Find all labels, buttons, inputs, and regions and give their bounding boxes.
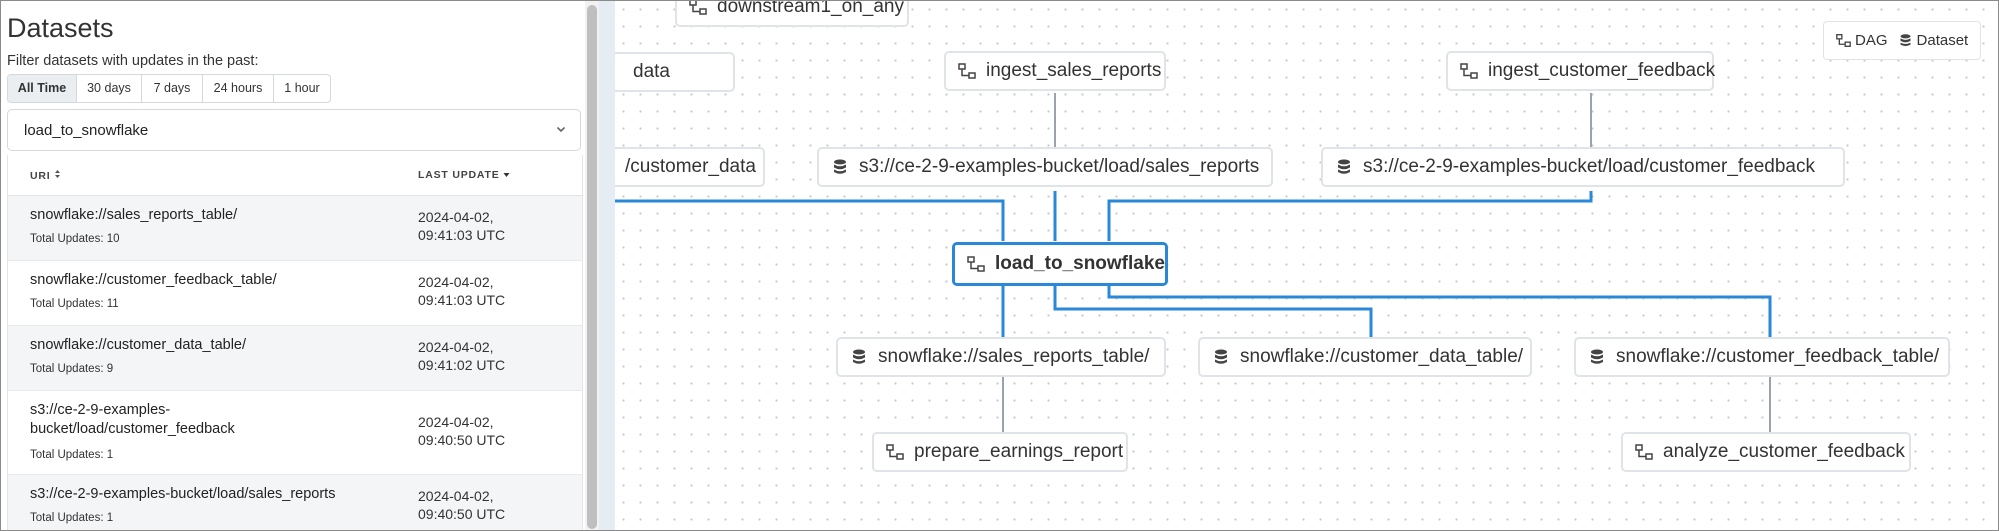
- table-row[interactable]: snowflake://customer_data_table/ Total U…: [8, 326, 582, 391]
- row-last-update: 2024-04-02,09:40:50 UTC: [418, 488, 506, 522]
- uri-column-header[interactable]: URI: [30, 169, 61, 182]
- panel-resize-divider[interactable]: [599, 1, 615, 530]
- row-update-count: Total Updates: 10: [30, 233, 120, 245]
- row-last-update: 2024-04-02,09:41:03 UTC: [418, 274, 506, 308]
- dag-icon: [967, 256, 985, 272]
- scrollbar-thumb[interactable]: [587, 5, 597, 529]
- dag-icon: [689, 1, 707, 15]
- row-last-update: 2024-04-02,09:41:03 UTC: [418, 209, 506, 243]
- last-update-column-header[interactable]: LAST UPDATE: [418, 169, 510, 181]
- filter-7-days-button[interactable]: 7 days: [141, 75, 202, 102]
- dag-node-load-to-snowflake[interactable]: load_to_snowflake: [952, 242, 1168, 286]
- graph-legend: DAG Dataset: [1823, 21, 1982, 60]
- table-row[interactable]: s3://ce-2-9-examples-bucket/load/sales_r…: [8, 475, 582, 530]
- table-row[interactable]: snowflake://customer_feedback_table/ Tot…: [8, 261, 582, 326]
- legend-dag-label: DAG: [1855, 32, 1888, 49]
- datasets-panel: Datasets Filter datasets with updates in…: [1, 1, 599, 530]
- panel-scrollbar[interactable]: [585, 1, 599, 530]
- database-icon: [834, 159, 846, 174]
- dag-node-analyze-customer-feedback[interactable]: analyze_customer_feedback: [1621, 432, 1911, 472]
- dag-select[interactable]: load_to_snowflake: [7, 109, 581, 151]
- row-uri: snowflake://sales_reports_table/: [30, 207, 238, 223]
- dag-node-partial[interactable]: data: [615, 52, 735, 92]
- dag-node-ingest-customer-feedback[interactable]: ingest_customer_feedback: [1446, 51, 1715, 91]
- database-icon: [1900, 34, 1911, 47]
- page-title: Datasets: [7, 13, 114, 43]
- legend-dataset-label: Dataset: [1916, 32, 1969, 49]
- row-update-count: Total Updates: 1: [30, 449, 114, 461]
- database-icon: [1591, 349, 1603, 364]
- time-filter-group: All Time 30 days 7 days 24 hours 1 hour: [7, 74, 331, 103]
- database-icon: [1215, 349, 1227, 364]
- chevron-down-icon: [556, 126, 566, 133]
- dag-node-ingest-sales-reports[interactable]: ingest_sales_reports: [944, 51, 1166, 91]
- dataset-node-snowflake-customer-data[interactable]: snowflake://customer_data_table/: [1198, 337, 1532, 377]
- dag-icon: [1460, 63, 1478, 79]
- dag-icon: [1635, 444, 1653, 460]
- dataset-node-s3-customer-feedback[interactable]: s3://ce-2-9-examples-bucket/load/custome…: [1321, 147, 1845, 187]
- row-last-update: 2024-04-02,09:40:50 UTC: [418, 414, 506, 448]
- table-row[interactable]: s3://ce-2-9-examples-bucket/load/custome…: [8, 391, 582, 475]
- row-last-update: 2024-04-02,09:41:02 UTC: [418, 339, 506, 373]
- database-icon: [1338, 159, 1350, 174]
- sort-desc-icon: [503, 173, 510, 177]
- filter-1-hour-button[interactable]: 1 hour: [273, 75, 330, 102]
- graph-edges: [615, 93, 1772, 433]
- filter-all-time-button[interactable]: All Time: [8, 75, 76, 102]
- row-uri: snowflake://customer_feedback_table/: [30, 272, 277, 288]
- dag-node-downstream1-on-any[interactable]: downstream1_on_any: [675, 1, 909, 27]
- row-uri: s3://ce-2-9-examples-bucket/load/custome…: [30, 402, 235, 437]
- filter-24-hours-button[interactable]: 24 hours: [202, 75, 273, 102]
- dag-icon: [1836, 34, 1851, 47]
- row-update-count: Total Updates: 11: [30, 298, 119, 310]
- dataset-node-customer-data-partial[interactable]: /customer_data: [615, 147, 765, 187]
- row-update-count: Total Updates: 9: [30, 363, 114, 375]
- row-uri: s3://ce-2-9-examples-bucket/load/sales_r…: [30, 486, 336, 502]
- filter-label: Filter datasets with updates in the past…: [7, 53, 259, 69]
- dag-icon: [886, 444, 904, 460]
- table-row[interactable]: snowflake://sales_reports_table/ Total U…: [8, 196, 582, 261]
- dataset-node-snowflake-sales-reports[interactable]: snowflake://sales_reports_table/: [836, 337, 1166, 377]
- filter-30-days-button[interactable]: 30 days: [76, 75, 141, 102]
- table-header: URI LAST UPDATE: [8, 155, 582, 196]
- sort-icon: [55, 170, 61, 178]
- database-icon: [853, 349, 865, 364]
- dataset-graph[interactable]: downstream1_on_any data /customer_data i…: [615, 1, 1998, 530]
- dataset-node-s3-sales-reports[interactable]: s3://ce-2-9-examples-bucket/load/sales_r…: [817, 147, 1273, 187]
- dag-node-prepare-earnings-report[interactable]: prepare_earnings_report: [872, 432, 1128, 472]
- row-uri: snowflake://customer_data_table/: [30, 337, 247, 353]
- dag-select-value: load_to_snowflake: [24, 122, 149, 139]
- row-update-count: Total Updates: 1: [30, 512, 114, 524]
- dag-icon: [958, 63, 976, 79]
- dataset-node-snowflake-customer-feedback[interactable]: snowflake://customer_feedback_table/: [1574, 337, 1950, 377]
- datasets-table: URI LAST UPDATE snowflake://sales_report…: [7, 155, 583, 530]
